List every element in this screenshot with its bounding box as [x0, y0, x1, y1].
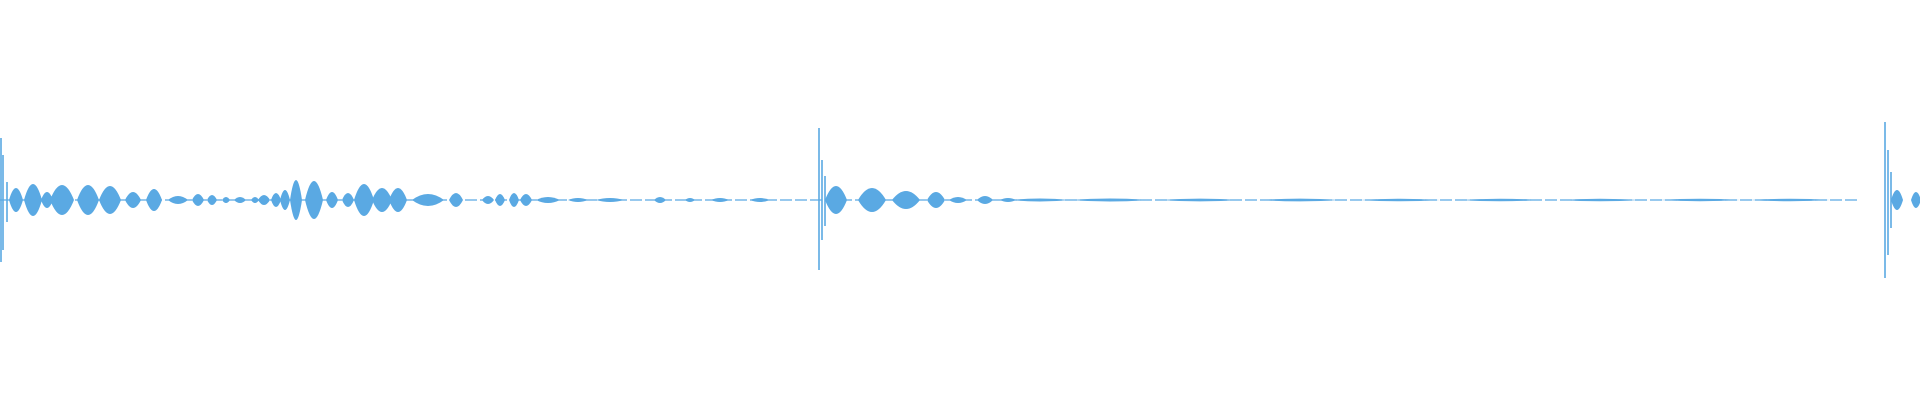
waveform-shape: [0, 122, 1920, 278]
